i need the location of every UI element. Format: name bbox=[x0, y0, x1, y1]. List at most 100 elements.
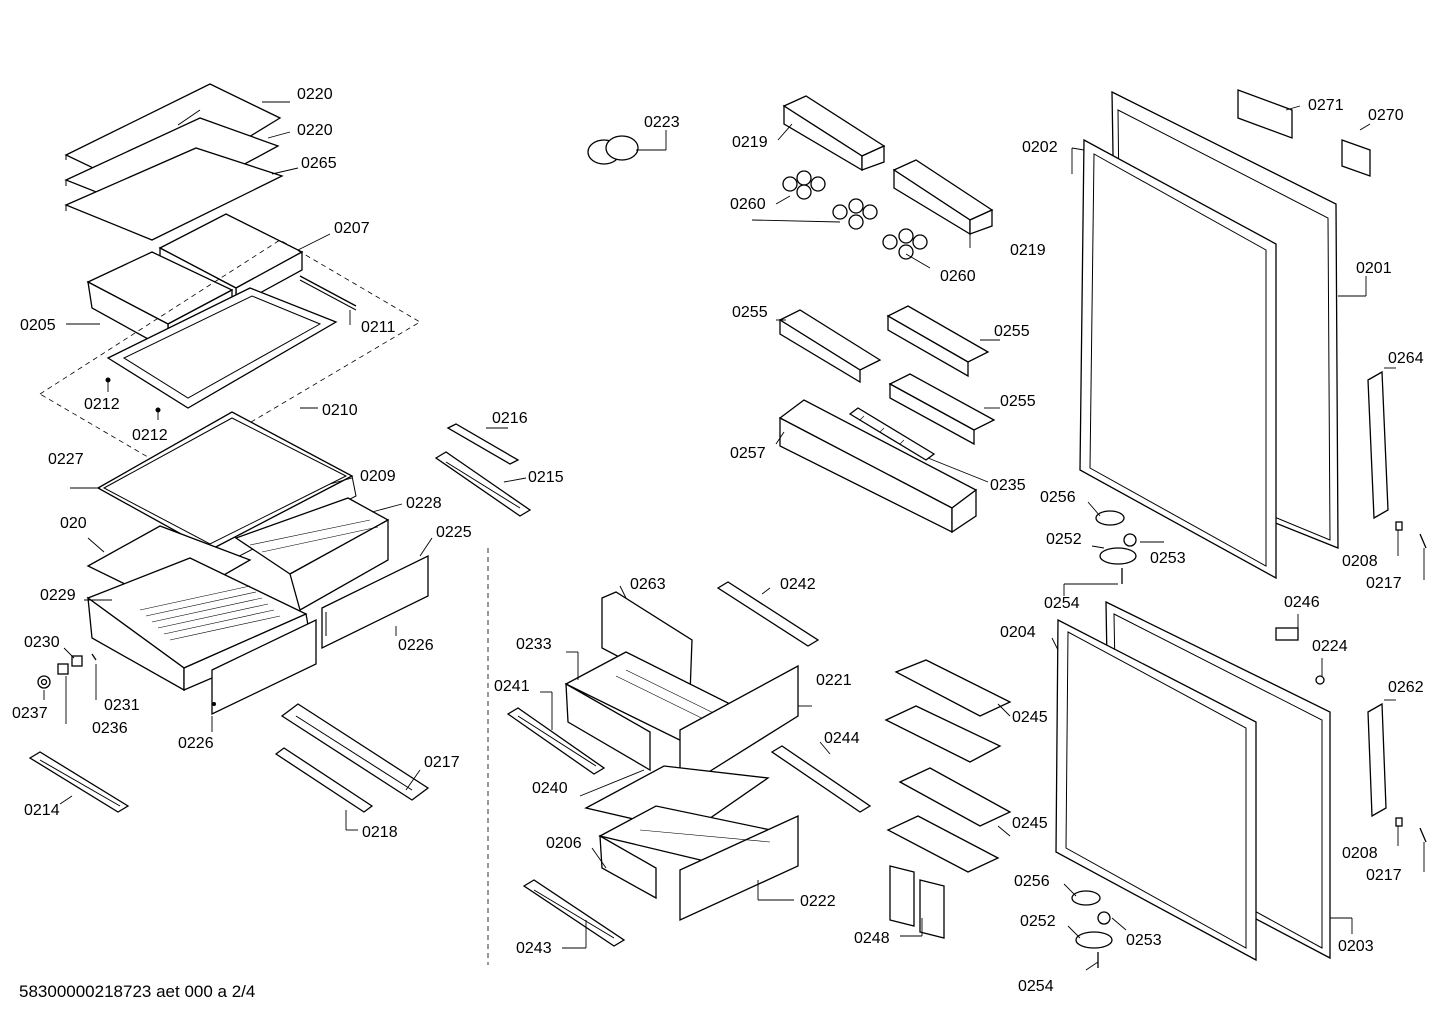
knob-0237 bbox=[37, 675, 51, 689]
label-0221: 0221 bbox=[816, 672, 852, 689]
part-labels: 0220 0220 0265 0207 0205 0211 0212 0212 … bbox=[12, 86, 1424, 995]
knob-0230 bbox=[71, 655, 83, 667]
label-0226: 0226 bbox=[398, 637, 434, 654]
drawer-front-0226-back bbox=[321, 554, 429, 650]
cold-pack-0248-a bbox=[889, 865, 915, 927]
label-0202: 0202 bbox=[1022, 139, 1058, 156]
label-0240: 0240 bbox=[532, 780, 568, 797]
label-0256: 0256 bbox=[1040, 489, 1076, 506]
door-shelf-0255-b bbox=[886, 305, 990, 378]
label-0210: 0210 bbox=[322, 402, 358, 419]
label-0237: 0237 bbox=[12, 705, 48, 722]
label-0217: 0217 bbox=[424, 754, 460, 771]
label-0230: 0230 bbox=[24, 634, 60, 651]
label-0236: 0236 bbox=[92, 720, 128, 737]
label-0228: 0228 bbox=[406, 495, 442, 512]
label-0253: 0253 bbox=[1126, 932, 1162, 949]
label-0225: 0225 bbox=[436, 524, 472, 541]
egg-tray-0260-a bbox=[782, 170, 826, 200]
label-0227: 0227 bbox=[48, 451, 84, 468]
drawer-0222 bbox=[598, 805, 799, 922]
drawer-0228 bbox=[234, 497, 390, 611]
label-0264: 0264 bbox=[1388, 350, 1424, 367]
clip-0208-b bbox=[1395, 817, 1403, 827]
frame-0210 bbox=[39, 239, 421, 471]
label-0205: 0205 bbox=[20, 317, 56, 334]
pin-0231 bbox=[91, 653, 97, 661]
label-0243: 0243 bbox=[516, 940, 552, 957]
label-0256: 0256 bbox=[1014, 873, 1050, 890]
label-0219: 0219 bbox=[1010, 242, 1046, 259]
divider-0263 bbox=[601, 591, 693, 696]
label-0204: 0204 bbox=[1000, 624, 1036, 641]
label-0219: 0219 bbox=[732, 134, 768, 151]
label-0223: 0223 bbox=[644, 114, 680, 131]
rail-0214 bbox=[28, 751, 130, 813]
label-0254: 0254 bbox=[1018, 978, 1054, 995]
label-0245: 0245 bbox=[1012, 815, 1048, 832]
leader-lines bbox=[43, 101, 1425, 971]
label-0265: 0265 bbox=[301, 155, 337, 172]
shelf-0265 bbox=[64, 147, 284, 241]
hinge-pin-0253-a bbox=[1123, 533, 1137, 547]
door-shelf-0255-c bbox=[888, 373, 996, 446]
bottle-holder-0219-left bbox=[782, 95, 886, 172]
drawer-front-0226-front bbox=[211, 618, 317, 716]
label-0233: 0233 bbox=[516, 636, 552, 653]
part-0246 bbox=[1275, 627, 1299, 641]
label-0242: 0242 bbox=[780, 576, 816, 593]
brush-strip-0235 bbox=[848, 407, 936, 461]
rail-0243 bbox=[522, 879, 626, 947]
label-0212: 0212 bbox=[84, 396, 120, 413]
clip-0208-a bbox=[1395, 521, 1403, 531]
bottle-holder-0219-right bbox=[892, 159, 994, 236]
screw-0212-b bbox=[155, 407, 161, 413]
label-0224: 0224 bbox=[1312, 638, 1348, 655]
label-0271: 0271 bbox=[1308, 97, 1344, 114]
label-0208: 0208 bbox=[1342, 553, 1378, 570]
rail-0211 bbox=[299, 275, 357, 311]
door-shelf-0255-a bbox=[778, 309, 882, 384]
label-0220: 0220 bbox=[297, 122, 333, 139]
label-0248: 0248 bbox=[854, 930, 890, 947]
hinge-0256-a bbox=[1095, 510, 1125, 526]
strip-0216 bbox=[446, 423, 520, 465]
label-0246: 0246 bbox=[1284, 594, 1320, 611]
part-0224 bbox=[1315, 675, 1325, 685]
label-0226: 0226 bbox=[178, 735, 214, 752]
label-0235: 0235 bbox=[990, 477, 1026, 494]
rail-0218 bbox=[274, 747, 374, 813]
label-0220: 0220 bbox=[297, 86, 333, 103]
hinge-0252-a bbox=[1099, 547, 1137, 565]
label-0260: 0260 bbox=[940, 268, 976, 285]
label-0207: 0207 bbox=[334, 220, 370, 237]
label-0203: 0203 bbox=[1338, 938, 1374, 955]
door-seal-0202 bbox=[1079, 138, 1277, 580]
label-0215: 0215 bbox=[528, 469, 564, 486]
label-0270: 0270 bbox=[1368, 107, 1404, 124]
rail-0241 bbox=[506, 707, 606, 775]
label-0206: 0206 bbox=[546, 835, 582, 852]
plate-0270 bbox=[1341, 139, 1371, 177]
label-0218: 0218 bbox=[362, 824, 398, 841]
rail-0242 bbox=[716, 581, 820, 647]
label-0201: 0201 bbox=[1356, 260, 1392, 277]
handle-0264 bbox=[1367, 370, 1389, 520]
handle-0262 bbox=[1367, 702, 1387, 818]
rail-0217-left bbox=[280, 703, 430, 801]
label-0245: 0245 bbox=[1012, 709, 1048, 726]
label-0255: 0255 bbox=[994, 323, 1030, 340]
label-0214: 0214 bbox=[24, 802, 60, 819]
label-0217: 0217 bbox=[1366, 575, 1402, 592]
egg-tray-0260-b bbox=[832, 198, 878, 230]
rail-0244 bbox=[770, 745, 872, 813]
hinge-0256-b bbox=[1071, 890, 1101, 906]
label-0244: 0244 bbox=[824, 730, 860, 747]
label-0211: 0211 bbox=[361, 319, 396, 336]
label-0254: 0254 bbox=[1044, 595, 1080, 612]
label-0257: 0257 bbox=[730, 445, 766, 462]
label-0262: 0262 bbox=[1388, 679, 1424, 696]
label-0260: 0260 bbox=[730, 196, 766, 213]
label-0255: 0255 bbox=[1000, 393, 1036, 410]
